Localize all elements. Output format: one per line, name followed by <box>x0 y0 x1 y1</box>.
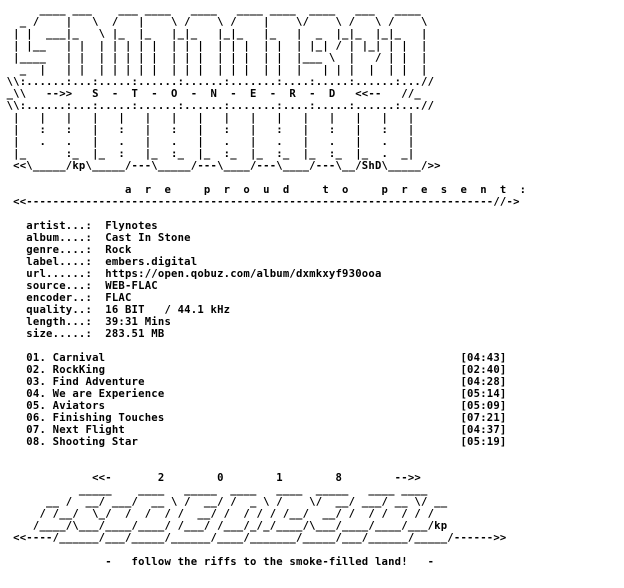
nfo-line: _\\ -->> S - T - O - N - E - R - D <<-- … <box>0 88 421 100</box>
nfo-line: 02. RockKing [02:40] <box>0 364 507 376</box>
nfo-line: quality..: 16 BIT / 44.1 kHz <box>0 304 231 316</box>
nfo-line: - follow the riffs to the smoke-filled l… <box>0 556 435 568</box>
nfo-line: <<\_____/kp\_____/---\_____/---\____/---… <box>0 160 441 172</box>
nfo-line: <<- 2 0 1 8 -->> <box>0 472 421 484</box>
nfo-line: | . . | . | . | . | . | . | . | <box>0 136 415 148</box>
nfo-line: | |__ | | | | | | | | | | | | | | | | |_… <box>0 40 428 52</box>
nfo-line: artist...: Flynotes <box>0 220 158 232</box>
nfo-line: / /__/ \_/ / / / / __/ / / / / /__/ __/ … <box>0 508 435 520</box>
nfo-line: ____ ___ ___ ____ ____ ____ ____ ____ __… <box>0 4 421 16</box>
nfo-line: album....: Cast In Stone <box>0 232 191 244</box>
nfo-line: 04. We are Experience [05:14] <box>0 388 507 400</box>
nfo-line: encoder..: FLAC <box>0 292 132 304</box>
nfo-line: | | ___|_ \ |_ |_ |_|_ |_|_ |_ | _ |_|_ … <box>0 28 428 40</box>
nfo-line: \\:......:...:.....:......:......:......… <box>0 100 435 112</box>
nfo-line: 03. Find Adventure [04:28] <box>0 376 507 388</box>
nfo-line: length...: 39:31 Mins <box>0 316 172 328</box>
nfo-line: /____/\___/____/____/ /___/ /___/_/_/___… <box>0 520 448 532</box>
nfo-line: | | | | | | | | | | | | | | | | <box>0 112 415 124</box>
nfo-line: |____ | | | | | | | | | | | | | | | |___… <box>0 52 428 64</box>
nfo-line: 07. Next Flight [04:37] <box>0 424 507 436</box>
nfo-line: 06. Finishing Touches [07:21] <box>0 412 507 424</box>
nfo-line: source...: WEB-FLAC <box>0 280 158 292</box>
nfo-line: _____ ____ _____ ____ ____ _____ ____ __… <box>0 484 428 496</box>
nfo-line: genre....: Rock <box>0 244 132 256</box>
nfo-line: 08. Shooting Star [05:19] <box>0 436 507 448</box>
nfo-line: _ / | \ / | \ / \ / | \/ \ / \ / \ <box>0 16 428 28</box>
nfo-line: | : : | : | : | : | : | : | : | <box>0 124 415 136</box>
nfo-line: <<----/______/___/_____/______/____/____… <box>0 532 507 544</box>
nfo-line: 05. Aviators [05:09] <box>0 400 507 412</box>
nfo-line: <<--------------------------------------… <box>0 196 520 208</box>
nfo-line: label....: embers.digital <box>0 256 198 268</box>
nfo-line: url......: https://open.qobuz.com/album/… <box>0 268 382 280</box>
nfo-line: _ | | | | | | | | | | | | | | | | | | | … <box>0 64 428 76</box>
nfo-line: \\:......:...:.....:......:......:......… <box>0 76 435 88</box>
nfo-line: 01. Carnival [04:43] <box>0 352 507 364</box>
nfo-line: a r e p r o u d t o p r e s e n t : <box>0 184 527 196</box>
nfo-line: size.....: 283.51 MB <box>0 328 165 340</box>
nfo-text-document: ____ ___ ___ ____ ____ ____ ____ ____ __… <box>0 4 624 584</box>
nfo-line: |_ :_ |_ : |_ :_ |_ :_ |_ :_ |_ :_ |_ . … <box>0 148 415 160</box>
nfo-line: __ / __/ ___/ __ \ / __/ / _ \ / \/ __/ … <box>0 496 448 508</box>
